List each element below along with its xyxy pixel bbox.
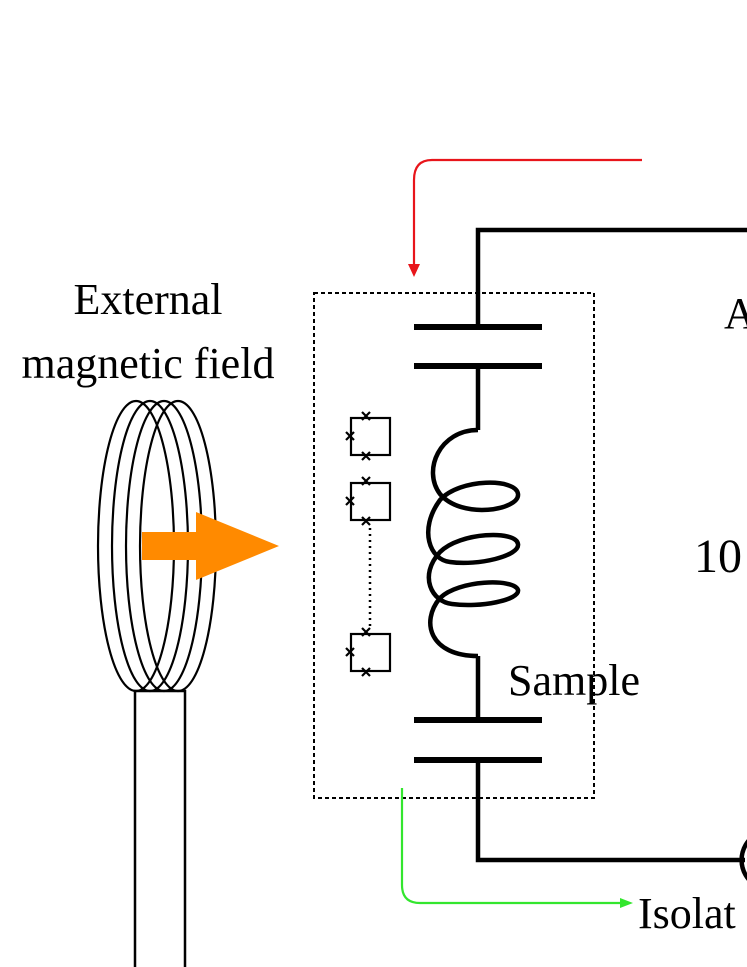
isolator-label: Isolat bbox=[638, 889, 736, 938]
capacitor-icon bbox=[414, 717, 542, 763]
field-label-line1: External bbox=[73, 275, 222, 324]
field-label-line2: magnetic field bbox=[22, 339, 275, 388]
right-mid-label: 10 bbox=[694, 530, 742, 583]
input-signal-line bbox=[412, 158, 642, 268]
circuit-component-partial bbox=[739, 839, 747, 881]
output-signal-line bbox=[400, 788, 622, 905]
josephson-junction-loop-icon bbox=[345, 476, 392, 526]
magnet-stand bbox=[133, 689, 187, 967]
sample-box bbox=[313, 292, 595, 799]
field-arrow-icon bbox=[142, 512, 279, 580]
capacitor-icon bbox=[414, 324, 542, 369]
josephson-junction-loop-icon bbox=[345, 411, 392, 461]
inductor-coil-icon bbox=[426, 427, 521, 659]
josephson-junction-loop-icon bbox=[345, 627, 392, 677]
sample-label: Sample bbox=[508, 656, 640, 705]
input-arrowhead bbox=[408, 264, 420, 277]
circuit-wires bbox=[475, 227, 747, 863]
right-top-label: A bbox=[724, 289, 747, 338]
output-arrowhead bbox=[620, 898, 633, 908]
